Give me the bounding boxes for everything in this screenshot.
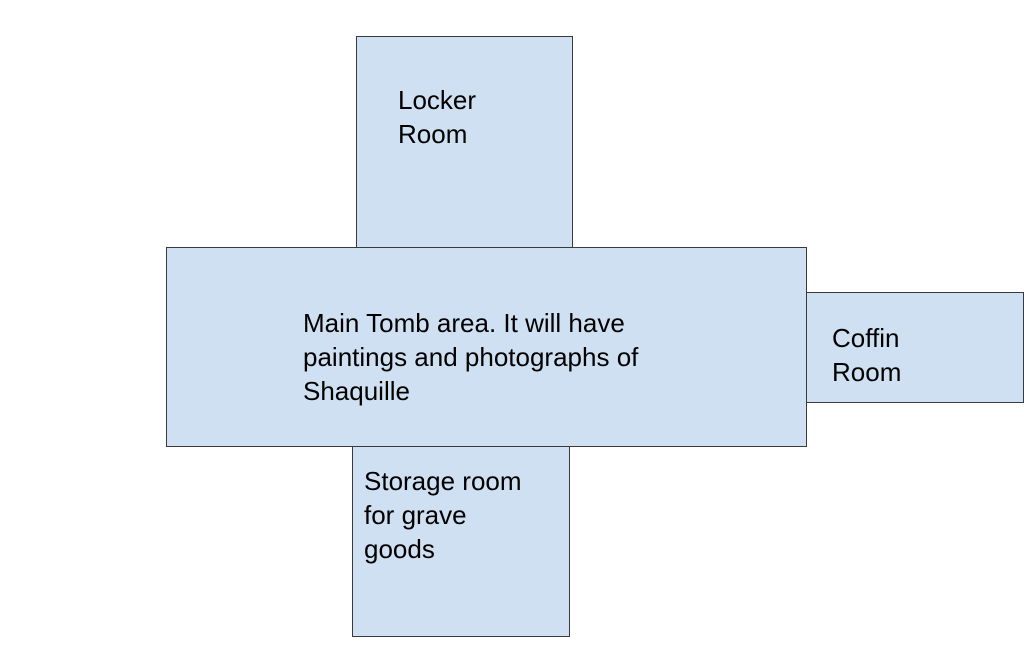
coffin-room-label: Coffin Room	[832, 323, 902, 387]
main-tomb-box: Main Tomb area. It will have paintings a…	[166, 247, 807, 447]
locker-room-label: Locker Room	[398, 85, 477, 149]
storage-room-label: Storage room for grave goods	[364, 466, 522, 564]
storage-room-box: Storage room for grave goods	[352, 446, 570, 637]
main-tomb-label: Main Tomb area. It will have paintings a…	[303, 308, 639, 406]
locker-room-box: Locker Room	[356, 36, 573, 248]
coffin-room-box: Coffin Room	[806, 292, 1024, 403]
